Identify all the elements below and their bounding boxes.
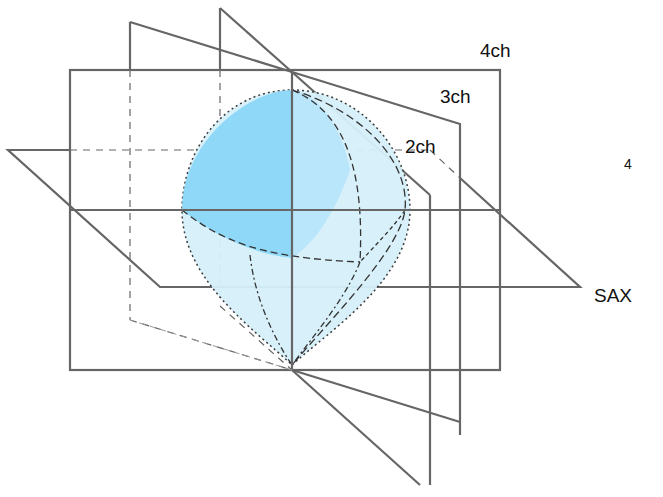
figure-number: 4	[624, 157, 632, 171]
plane-label: 3ch	[440, 87, 471, 106]
plane-label: SAX	[594, 286, 632, 305]
plane-label: 4ch	[480, 41, 511, 60]
plane-label: 2ch	[405, 137, 436, 156]
